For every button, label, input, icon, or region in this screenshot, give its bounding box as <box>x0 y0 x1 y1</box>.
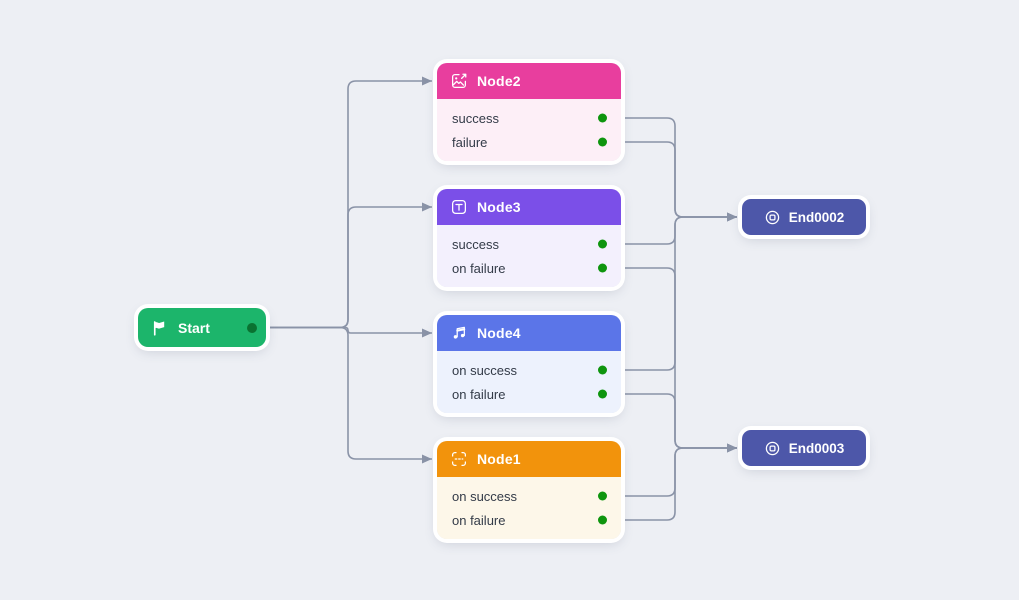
output-row: on failure <box>437 382 621 406</box>
edge-connector <box>607 443 737 497</box>
output-label: on success <box>452 488 518 504</box>
flow-node[interactable]: Node1 on success on failure <box>437 441 621 539</box>
end-node-label: End0003 <box>788 440 845 456</box>
edge-connector <box>607 443 737 521</box>
node-header[interactable]: Node3 <box>437 189 621 225</box>
output-row: on failure <box>437 508 621 532</box>
start-output-port[interactable] <box>247 322 257 333</box>
edge-connector <box>607 212 737 371</box>
output-label: on failure <box>452 512 506 528</box>
flow-node[interactable]: Node2 success failure <box>437 63 621 161</box>
edge-connector <box>607 117 737 222</box>
node-header[interactable]: Node2 <box>437 63 621 99</box>
output-row: success <box>437 106 621 130</box>
node-body: on success on failure <box>437 477 621 539</box>
output-port[interactable] <box>598 365 607 375</box>
output-port[interactable] <box>598 515 607 525</box>
output-row: success <box>437 232 621 256</box>
edge-connector <box>270 326 432 338</box>
text-icon <box>450 198 468 216</box>
output-label: on success <box>452 362 518 378</box>
edge-connector <box>607 393 737 453</box>
node-title: Node4 <box>477 325 521 341</box>
output-label: failure <box>452 134 488 150</box>
node-header[interactable]: Node1 <box>437 441 621 477</box>
edge-connector <box>607 141 737 222</box>
start-node[interactable]: Start <box>138 308 266 347</box>
output-label: on failure <box>452 386 506 402</box>
edge-connector <box>607 267 737 453</box>
node-title: Node3 <box>477 199 521 215</box>
node-title: Node2 <box>477 73 521 89</box>
flow-node[interactable]: Node3 success on failure <box>437 189 621 287</box>
output-label: success <box>452 110 499 126</box>
edge-connector <box>607 212 737 245</box>
stop-circle-icon <box>764 440 781 457</box>
edge-connector <box>270 76 432 329</box>
output-row: on failure <box>437 256 621 280</box>
scan-text-icon <box>450 450 468 468</box>
node-body: success on failure <box>437 225 621 287</box>
output-port[interactable] <box>598 263 607 273</box>
output-port[interactable] <box>598 491 607 501</box>
music-icon <box>450 324 468 342</box>
flag-icon <box>151 319 169 337</box>
end-node[interactable]: End0002 <box>742 199 866 235</box>
edge-connector <box>270 202 432 329</box>
output-port[interactable] <box>598 239 607 249</box>
end-node-label: End0002 <box>788 209 845 225</box>
flow-node[interactable]: Node4 on success on failure <box>437 315 621 413</box>
node-title: Node1 <box>477 451 521 467</box>
output-row: failure <box>437 130 621 154</box>
output-port[interactable] <box>598 389 607 399</box>
output-label: success <box>452 236 499 252</box>
end-node[interactable]: End0003 <box>742 430 866 466</box>
image-export-icon <box>450 72 468 90</box>
node-body: on success on failure <box>437 351 621 413</box>
output-label: on failure <box>452 260 506 276</box>
output-port[interactable] <box>598 113 607 123</box>
output-port[interactable] <box>598 137 607 147</box>
edge-connector <box>270 326 432 464</box>
start-node-label: Start <box>178 319 210 336</box>
node-header[interactable]: Node4 <box>437 315 621 351</box>
output-row: on success <box>437 358 621 382</box>
node-body: success failure <box>437 99 621 161</box>
stop-circle-icon <box>764 209 781 226</box>
output-row: on success <box>437 484 621 508</box>
